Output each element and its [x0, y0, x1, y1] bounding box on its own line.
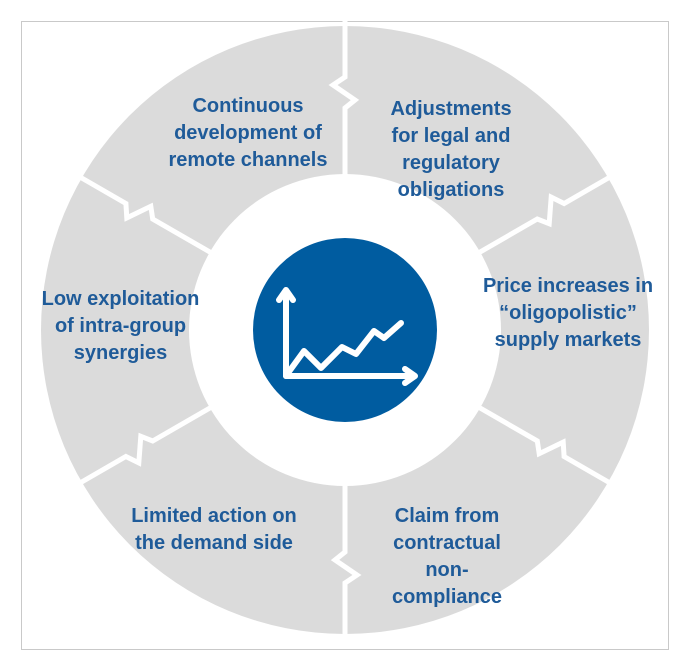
segment-label-continuous-development: Continuous development of remote channel…: [168, 95, 328, 171]
segment-label-price-increases: Price increases in “oligopolistic” suppl…: [482, 275, 654, 351]
segment-label-low-exploitation: Low exploitation of intra-group synergie…: [41, 288, 200, 364]
segment-divider: [473, 402, 615, 488]
segment-label-adjustments: Adjustments for legal and regulatory obl…: [390, 98, 512, 201]
center-circle: [253, 238, 437, 422]
trending-up-chart-icon: [276, 287, 418, 386]
segment-label-claim: Claim from contractual non-compliance: [391, 505, 503, 608]
segment-dividers: [75, 20, 615, 640]
segment-divider: [473, 172, 615, 258]
segment-divider: [75, 172, 217, 258]
segment-label-limited-action: Limited action on the demand side: [131, 505, 297, 554]
segment-divider: [328, 20, 360, 180]
segment-divider: [75, 402, 217, 488]
segment-divider: [330, 480, 362, 640]
